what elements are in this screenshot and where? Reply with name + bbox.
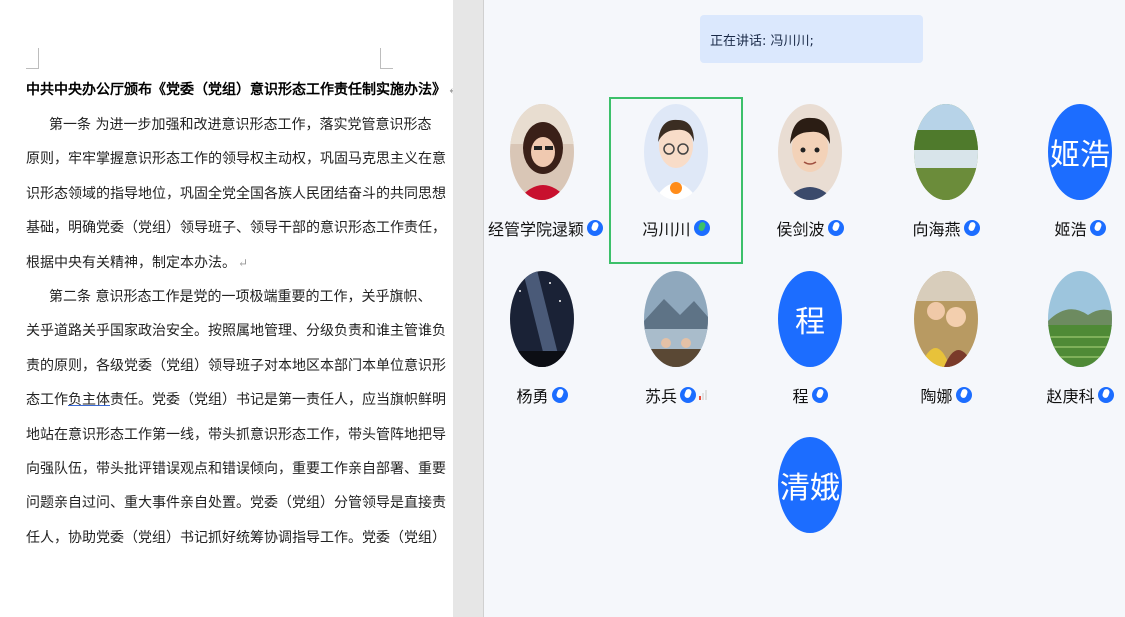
microphone-icon[interactable] bbox=[693, 220, 710, 236]
microphone-icon[interactable] bbox=[827, 220, 844, 236]
document-line: 识形态领域的指导地位，巩固全党全国各族人民团结奋斗的共同思想 bbox=[26, 184, 446, 218]
document-line-text: 任人，协助党委（党组）书记抓好统筹协调指导工作。党委（党组） bbox=[26, 529, 446, 546]
participant-avatar[interactable] bbox=[778, 104, 842, 200]
participant-avatar[interactable] bbox=[644, 271, 708, 367]
document-line: 态工作负主体责任。党委（党组）书记是第一责任人，应当旗帜鲜明 bbox=[26, 390, 446, 424]
document-line-text: 向强队伍，带头批评错误观点和错误倾向，重要工作亲自部署、重要 bbox=[26, 460, 446, 477]
document-line-text: 第一条 为进一步加强和改进意识形态工作，落实党管意识形态 bbox=[49, 117, 432, 133]
participant-avatar[interactable] bbox=[644, 104, 708, 200]
participant-name: 苏兵 bbox=[645, 383, 707, 407]
page-corner-mark-left bbox=[26, 48, 39, 69]
document-line-text: 关乎道路关乎国家政治安全。按照属地管理、分级负责和谁主管谁负 bbox=[26, 323, 446, 340]
microphone-icon[interactable] bbox=[680, 387, 696, 403]
speaking-indicator: 正在讲话: 冯川川; bbox=[700, 15, 923, 63]
participant-name: 赵庚科 bbox=[1046, 383, 1114, 407]
participant-name-text: 冯川川 bbox=[642, 220, 691, 239]
microphone-icon[interactable] bbox=[1089, 220, 1106, 236]
document-line-text: 责的原则，各级党委（党组）领导班子对本地区本部门本单位意识形 bbox=[26, 357, 446, 374]
meeting-pane: 正在讲话: 冯川川; 经管学院逯颖冯川川侯剑波向海燕姬浩姬浩杨勇苏兵程程陶娜赵庚… bbox=[484, 0, 1125, 617]
participant-name-text: 杨勇 bbox=[516, 387, 549, 406]
participant-name-text: 经管学院逯颖 bbox=[488, 220, 585, 239]
document-line-text: 识形态领域的指导地位，巩固全党全国各族人民团结奋斗的共同思想 bbox=[26, 185, 446, 202]
microphone-icon[interactable] bbox=[811, 387, 828, 403]
participant-avatar[interactable] bbox=[510, 271, 574, 367]
participant-name: 侯剑波 bbox=[776, 216, 844, 240]
participant-name-text: 程 bbox=[792, 387, 809, 406]
document-line-text: 基础，明确党委（党组）领导班子、领导干部的意识形态工作责任， bbox=[26, 220, 446, 237]
document-line: 问题亲自过问、重大事件亲自处置。党委（党组）分管领导是直接责 bbox=[26, 493, 446, 527]
participant-avatar[interactable]: 清娥 bbox=[778, 437, 842, 533]
avatar-initials: 程 bbox=[795, 305, 825, 340]
microphone-icon[interactable] bbox=[963, 220, 980, 236]
document-line: 向强队伍，带头批评错误观点和错误倾向，重要工作亲自部署、重要 bbox=[26, 459, 446, 493]
paragraph-mark-icon: ↵ bbox=[448, 83, 453, 97]
document-line: 任人，协助党委（党组）书记抓好统筹协调指导工作。党委（党组） bbox=[26, 528, 446, 562]
document-line-text: 态工作负主体责任。党委（党组）书记是第一责任人，应当旗帜鲜明 bbox=[26, 392, 446, 409]
page-corner-mark-right bbox=[380, 48, 393, 69]
participant-name-text: 侯剑波 bbox=[776, 220, 825, 239]
participant-avatar[interactable]: 程 bbox=[778, 271, 842, 367]
document-line: 原则，牢牢掌握意识形态工作的领导权主动权，巩固马克思主义在意 bbox=[26, 149, 446, 183]
document-line: 根据中央有关精神，制定本办法。↵ bbox=[26, 253, 382, 287]
document-line-text: 根据中央有关精神，制定本办法。 bbox=[26, 254, 236, 271]
participant-avatar[interactable]: 姬浩 bbox=[1048, 104, 1112, 200]
speaking-label: 正在讲话: 冯川川; bbox=[710, 33, 814, 49]
microphone-icon[interactable] bbox=[955, 387, 972, 403]
participant-name: 姬浩 bbox=[1054, 216, 1106, 240]
avatar-initials: 姬浩 bbox=[1050, 138, 1110, 173]
participant-name: 程 bbox=[792, 383, 828, 407]
active-speaker-highlight bbox=[609, 97, 743, 264]
document-line-text: 问题亲自过问、重大事件亲自处置。党委（党组）分管领导是直接责 bbox=[26, 495, 446, 512]
participant-name-text: 姬浩 bbox=[1054, 220, 1087, 239]
participant-avatar[interactable] bbox=[1048, 271, 1112, 367]
document-line: 地站在意识形态工作第一线，带头抓意识形态工作，带头管阵地把导 bbox=[26, 425, 446, 459]
document-line: 责的原则，各级党委（党组）领导班子对本地区本部门本单位意识形 bbox=[26, 356, 446, 390]
document-line: 关乎道路关乎国家政治安全。按照属地管理、分级负责和谁主管谁负 bbox=[26, 321, 446, 355]
participant-name: 经管学院逯颖 bbox=[488, 216, 604, 240]
document-line: 第二条 意识形态工作是党的一项极端重要的工作，关乎旗帜、 bbox=[26, 287, 431, 321]
signal-strength-icon bbox=[699, 390, 707, 400]
document-line: 基础，明确党委（党组）领导班子、领导干部的意识形态工作责任， bbox=[26, 218, 446, 252]
document-pane[interactable]: 中共中央办公厅颁布《党委（党组）意识形态工作责任制实施办法》↵ 第一条 为进一步… bbox=[0, 0, 453, 617]
microphone-icon[interactable] bbox=[1097, 387, 1114, 403]
participant-name-text: 赵庚科 bbox=[1046, 387, 1095, 406]
avatar-initials: 清娥 bbox=[780, 471, 840, 506]
microphone-icon[interactable] bbox=[551, 387, 568, 403]
participant-name-text: 苏兵 bbox=[644, 387, 677, 406]
participant-avatar[interactable] bbox=[914, 104, 978, 200]
document-line-text: 第二条 意识形态工作是党的一项极端重要的工作，关乎旗帜、 bbox=[49, 288, 432, 305]
document-title: 中共中央办公厅颁布《党委（党组）意识形态工作责任制实施办法》↵ bbox=[26, 79, 453, 99]
participant-name-text: 陶娜 bbox=[920, 387, 953, 406]
paragraph-mark-icon: ↵ bbox=[238, 255, 249, 270]
participant-name: 向海燕 bbox=[912, 216, 980, 240]
participant-name: 冯川川 bbox=[642, 216, 710, 240]
participant-name: 杨勇 bbox=[516, 383, 568, 407]
microphone-icon[interactable] bbox=[587, 220, 604, 236]
pane-separator[interactable] bbox=[453, 0, 484, 617]
participant-name-text: 向海燕 bbox=[912, 220, 961, 239]
document-line-text: 原则，牢牢掌握意识形态工作的领导权主动权，巩固马克思主义在意 bbox=[26, 151, 446, 168]
participant-avatar[interactable] bbox=[510, 104, 574, 200]
document-body: 第一条 为进一步加强和改进意识形态工作，落实党管意识形态原则，牢牢掌握意识形态工… bbox=[26, 115, 446, 562]
document-line: 第一条 为进一步加强和改进意识形态工作，落实党管意识形态 bbox=[26, 115, 431, 149]
participant-name: 陶娜 bbox=[920, 383, 972, 407]
participant-avatar[interactable] bbox=[914, 271, 978, 367]
document-line-text: 地站在意识形态工作第一线，带头抓意识形态工作，带头管阵地把导 bbox=[26, 426, 446, 443]
